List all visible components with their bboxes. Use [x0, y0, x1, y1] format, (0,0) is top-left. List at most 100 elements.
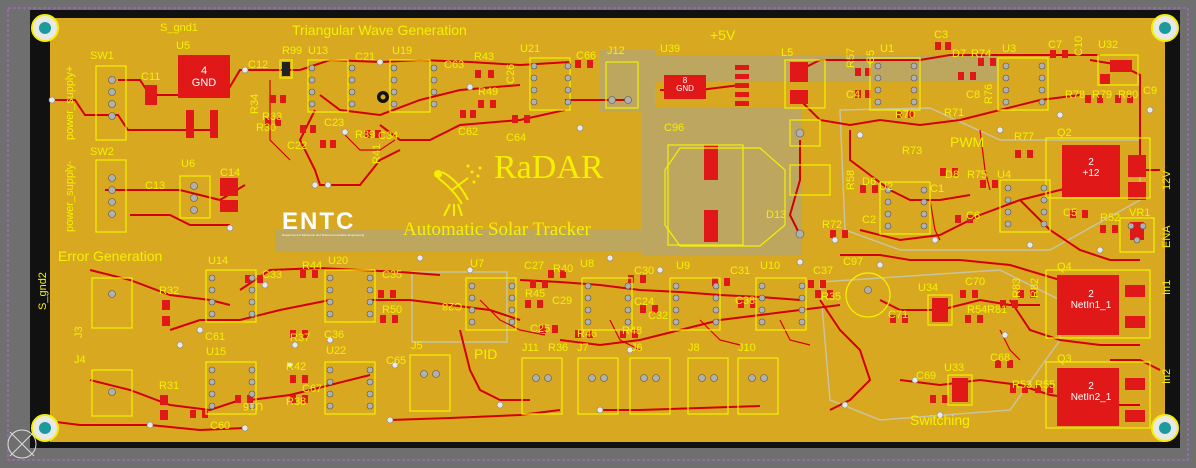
designator-R74: R74 — [971, 48, 992, 60]
q2-pad-label: 2 +12 — [1062, 157, 1120, 179]
mounting-hole-icon — [1151, 414, 1179, 442]
designator-D6: D6 — [862, 176, 877, 188]
net-ena-label: ENA — [1161, 225, 1173, 248]
designator-R75: R75 — [967, 169, 988, 181]
vias — [48, 58, 1154, 432]
pad-number: 8 — [682, 76, 688, 85]
designator-U39: U39 — [660, 43, 681, 55]
c34-hole — [380, 94, 386, 100]
designator-D7: D7 — [952, 48, 967, 60]
designator-R36: R36 — [548, 342, 569, 354]
designator-U1: U1 — [880, 43, 895, 55]
entc-tagline: Department of Electronic and Telecommuni… — [282, 233, 365, 237]
designator-C38: C38 — [735, 295, 756, 307]
designator-Q4: Q4 — [1057, 261, 1072, 273]
designator-C10: C10 — [1073, 35, 1085, 56]
designator-R71: R71 — [944, 107, 965, 119]
subtitle: Automatic Solar Tracker — [403, 219, 591, 240]
designator-C97: C97 — [843, 256, 864, 268]
designator-R50: R50 — [382, 304, 403, 316]
designator-R35: R35 — [821, 291, 842, 303]
pad-net: +12 — [1082, 167, 1100, 179]
designator-R77: R77 — [1014, 131, 1035, 143]
designator-R58: R58 — [845, 169, 857, 190]
designator-J8: J8 — [688, 342, 700, 354]
designator-R34: R34 — [249, 93, 261, 114]
designator-C28: C28 — [442, 300, 463, 312]
designator-R33: R33 — [262, 111, 283, 123]
designator-U7: U7 — [470, 258, 485, 270]
pad-net: NetIn1_1 — [1070, 299, 1112, 311]
designator-R31: R31 — [159, 380, 180, 392]
designator-L5: L5 — [781, 47, 794, 59]
designator-J12: J12 — [607, 45, 625, 57]
traces-thin — [269, 80, 1021, 361]
designator-C64: C64 — [506, 132, 527, 144]
designator-C13: C13 — [145, 180, 166, 192]
pad-number: 4 — [200, 65, 208, 77]
q4-pad-label: 2 NetIn1_1 — [1062, 289, 1120, 311]
designator-C71: C71 — [888, 309, 909, 321]
mounting-hole-icon — [1151, 14, 1179, 42]
designator-U15: U15 — [206, 346, 227, 358]
designator-C3: C3 — [934, 29, 949, 41]
designator-C2: C2 — [862, 214, 877, 226]
designator-SW1: SW1 — [90, 50, 114, 62]
designator-C27: C27 — [524, 260, 545, 272]
designator-U21: U21 — [520, 43, 541, 55]
board-outline — [7, 7, 1189, 461]
designator-Q2: Q2 — [1057, 127, 1072, 139]
u5-pad-label: 4 GND — [178, 65, 230, 89]
designator-Q3: Q3 — [1057, 353, 1072, 365]
designator-C37: C37 — [813, 265, 834, 277]
q3-pad-label: 2 NetIn2_1 — [1062, 381, 1120, 403]
origin-marker-icon — [7, 429, 37, 459]
designator-C1: C1 — [930, 183, 945, 195]
entc-logo: ENTC Department of Electronic and Teleco… — [282, 210, 364, 237]
s-gnd2-label: S_gnd2 — [37, 272, 49, 310]
designator-U34: U34 — [918, 282, 939, 294]
designator-C36: C36 — [324, 329, 345, 341]
designator-C62: C62 — [458, 126, 479, 138]
designator-R76: R76 — [983, 83, 995, 104]
designator-R38: R38 — [286, 396, 307, 408]
designator-C7: C7 — [1048, 39, 1063, 51]
designator-R73: R73 — [902, 145, 923, 157]
designator-R44: R44 — [302, 260, 323, 272]
pid-section-label: PID — [474, 346, 498, 362]
designator-U14: U14 — [208, 255, 229, 267]
designator-C8: C8 — [966, 89, 981, 101]
designator-R41: R41 — [371, 143, 383, 164]
designator-R32: R32 — [159, 285, 180, 297]
u39-pad-label: 8 GND — [664, 76, 706, 94]
designator-U9: U9 — [676, 260, 691, 272]
designator-C12: C12 — [248, 59, 269, 71]
designator-C11: C11 — [141, 71, 161, 83]
u34-package — [932, 298, 948, 322]
designator-C66: C66 — [576, 50, 597, 62]
designator-U2: U2 — [879, 181, 894, 193]
designator-C68: C68 — [990, 352, 1011, 364]
designator-J7: J7 — [577, 342, 589, 354]
designator-C23: C23 — [324, 117, 345, 129]
switching-region — [819, 269, 1061, 421]
designator-C4: C4 — [846, 89, 861, 101]
designator-C6: C6 — [966, 210, 981, 222]
designator-C5: C5 — [1063, 207, 1078, 219]
designator-R52: R52 — [1100, 212, 1121, 224]
designator-C69: C69 — [916, 370, 937, 382]
pid-region — [411, 271, 508, 343]
designator-R54: R54 — [967, 304, 988, 316]
l5-outline — [784, 59, 826, 109]
designator-U6: U6 — [181, 158, 196, 170]
pwm-section-label: PWM — [950, 134, 985, 150]
designator-U4: U4 — [997, 169, 1012, 181]
designator-C24: C24 — [634, 296, 655, 308]
designator-C65: C65 — [386, 355, 407, 367]
designator-U3: U3 — [1002, 43, 1017, 55]
net-12v-label: 12V — [1161, 170, 1173, 190]
designator-R42: R42 — [286, 361, 307, 373]
designator-U8: U8 — [580, 258, 595, 270]
designator-U10: U10 — [760, 260, 781, 272]
pad-net: GND — [191, 76, 217, 89]
